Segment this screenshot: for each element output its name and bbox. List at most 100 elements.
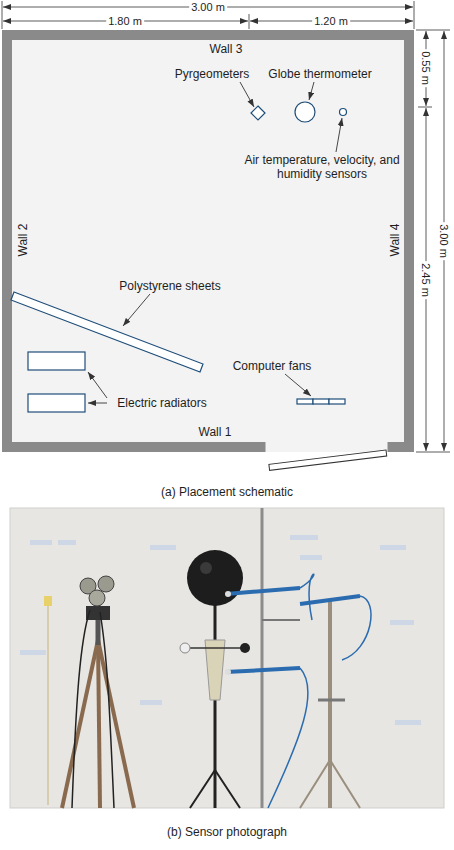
dimension-lines: [416, 452, 450, 453]
wall-label: Wall 2: [16, 224, 30, 257]
dimension-label: 2.45 m: [419, 261, 433, 299]
wall-label: Wall 3: [210, 42, 243, 56]
wall-tape-marks: [20, 535, 421, 725]
globe-thermometer-symbol: [295, 102, 315, 122]
probe-rod: [261, 508, 264, 808]
leader-lines: [88, 372, 107, 398]
leader-lines: [88, 403, 107, 404]
globe-thermometer-stand: [185, 647, 245, 649]
sensor-stand: [342, 596, 371, 660]
dimension-lines: [414, 1, 415, 29]
wall-tape-marks: [140, 700, 162, 705]
electric-radiator: [28, 352, 85, 370]
door-jamb: [388, 442, 389, 452]
globe-thermometer-stand: [200, 562, 212, 574]
computer-fan: [313, 399, 329, 404]
wall-tape-marks: [300, 555, 322, 560]
leader-lines: [285, 374, 311, 396]
pyrgeometer-cluster: [72, 576, 114, 808]
equipment-label: Polystyrene sheets: [119, 279, 220, 293]
door-leaf: [269, 450, 387, 470]
probe-rod: [225, 591, 231, 597]
probe-rod: [268, 668, 308, 808]
dimension-label: 1.20 m: [312, 14, 350, 28]
globe-thermometer-stand: [240, 643, 250, 653]
leader-lines: [123, 294, 150, 326]
globe-thermometer-stand: [187, 550, 243, 606]
globe-thermometer-stand: [205, 640, 225, 700]
wall-sensor-wire: [48, 600, 49, 805]
room-plan: [2, 30, 414, 470]
panel-caption: (b) Sensor photograph: [167, 825, 287, 839]
wall-label: Wall 4: [388, 224, 402, 257]
equipment-label: Electric radiators: [117, 396, 206, 410]
leader-lines: [240, 82, 254, 107]
probe-rod: [226, 588, 300, 594]
pyrgeometer-cluster: [98, 576, 114, 592]
sensor-stand: [300, 760, 360, 808]
electric-radiator: [28, 394, 85, 412]
equipment-label: Pyrgeometers: [175, 67, 250, 81]
wall-label: Wall 1: [199, 425, 232, 439]
photo-frame: [10, 508, 444, 808]
sensor-photograph: [10, 508, 444, 808]
dimension-label: 3.00 m: [437, 222, 451, 260]
pyrgeometer-cluster: [100, 612, 114, 808]
tripod: [62, 600, 134, 808]
wall-tape-marks: [30, 540, 52, 545]
wall-sensor-tape: [44, 596, 52, 606]
dimension-lines: [416, 30, 450, 31]
door-leaf: [269, 450, 387, 470]
air-sensor-symbol: [340, 109, 347, 116]
globe-thermometer-stand: [180, 643, 190, 653]
dimension-label: 3.00 m: [189, 0, 227, 14]
door-jamb: [265, 442, 266, 452]
wall-tape-marks: [395, 720, 421, 725]
polystyrene-sheet: [11, 292, 203, 372]
dimension-lines: [418, 107, 432, 108]
leader-lines: [336, 118, 342, 152]
leader-lines: [309, 82, 314, 100]
panel-caption: (a) Placement schematic: [161, 485, 293, 499]
wall-tape-marks: [20, 650, 46, 655]
globe-thermometer-stand: [214, 605, 217, 808]
sensor-stand: [300, 596, 360, 604]
globe-thermometer-stand: [180, 550, 250, 808]
equipment: [11, 102, 347, 412]
leader-lines: [88, 82, 342, 403]
equipment-label: Air temperature, velocity, and humidity …: [242, 153, 402, 181]
room-floor: [12, 40, 404, 442]
probe-rod: [226, 668, 300, 672]
globe-thermometer-stand: [190, 770, 240, 808]
probe-rod: [300, 574, 314, 620]
computer-fan: [329, 399, 345, 404]
wall-tape-marks: [290, 535, 318, 540]
probe-rod: [262, 619, 300, 621]
probe-rod: [225, 669, 231, 675]
dimension-lines: [249, 14, 250, 29]
sensor-stand: [300, 596, 371, 808]
tripod: [98, 640, 100, 808]
computer-fan: [297, 399, 313, 404]
wall-tape-marks: [380, 545, 406, 550]
door-opening: [265, 441, 388, 453]
dimension-lines: [2, 1, 450, 452]
pyrgeometer-symbol: [251, 106, 265, 120]
dimension-lines: [2, 1, 3, 29]
pyrgeometer-cluster: [89, 590, 105, 606]
dimension-label: 0.55 m: [419, 49, 433, 87]
room-walls: [2, 30, 414, 452]
dimension-label: 1.80 m: [106, 14, 144, 28]
wall-tape-marks: [58, 540, 76, 545]
equipment-label: Globe thermometer: [268, 67, 371, 81]
wall-tape-marks: [390, 620, 414, 625]
photo-background: [10, 508, 444, 808]
tripod: [98, 640, 134, 808]
probe-rod: [225, 508, 314, 808]
pyrgeometer-cluster: [72, 610, 90, 808]
equipment-label: Computer fans: [233, 359, 312, 373]
sensor-stand: [318, 699, 345, 702]
wall-tape-marks: [150, 545, 176, 550]
sensor-stand: [328, 600, 332, 808]
